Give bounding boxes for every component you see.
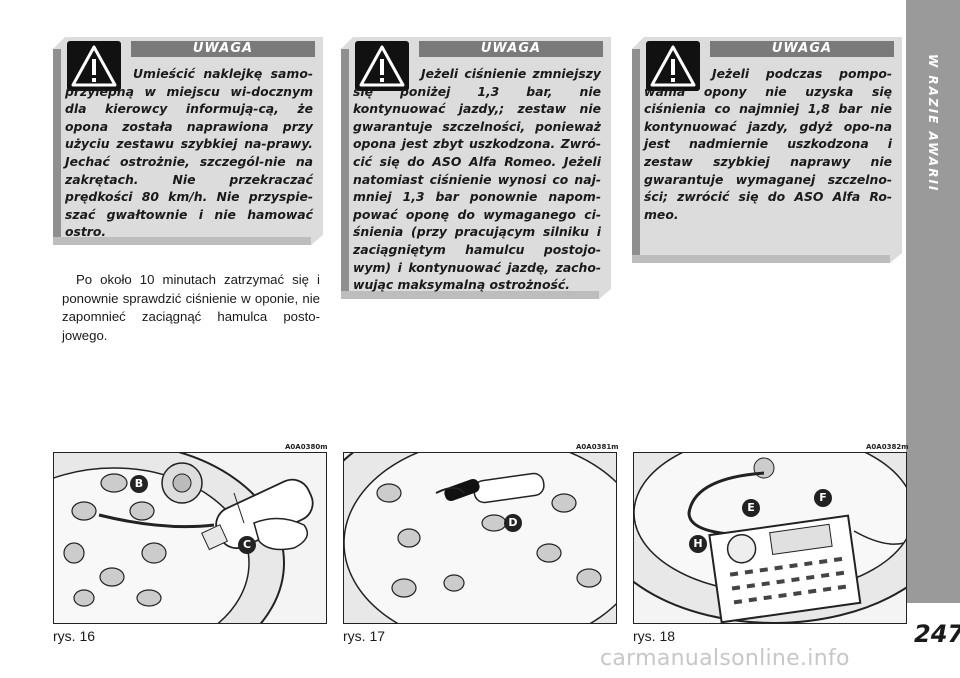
callout-h: H (689, 535, 707, 553)
warning-triangle-icon (355, 41, 409, 91)
warning-title: UWAGA (131, 41, 315, 57)
callout-f: F (814, 489, 832, 507)
warning-triangle-icon (646, 41, 700, 91)
figure-code: A0A0381m (576, 443, 619, 451)
callout-c: C (238, 536, 256, 554)
page-number: 247 (914, 620, 960, 648)
figure-18-illustration: E F H (633, 452, 907, 624)
figure-caption: rys. 17 (343, 628, 386, 644)
figure-code: A0A0380m (285, 443, 328, 451)
figure-caption: rys. 16 (53, 628, 96, 644)
callout-b: B (130, 475, 148, 493)
watermark: carmanualsonline.info (600, 646, 850, 671)
warning-text: Jeżeli ciśnienie zmniejszy się poniżej 1… (353, 66, 601, 293)
warning-box-3: UWAGA Jeżeli podczas pompo-wania opony n… (632, 37, 902, 263)
warning-text: Umieścić naklejkę samo-przylepną w miejs… (65, 66, 313, 240)
figure-17-illustration: D (343, 452, 617, 624)
warning-title: UWAGA (419, 41, 603, 57)
warning-box-2: UWAGA Jeżeli ciśnienie zmniejszy się pon… (341, 37, 611, 299)
warning-text: Jeżeli podczas pompo-wania opony nie uzy… (644, 66, 892, 222)
figure-caption: rys. 18 (633, 628, 676, 644)
warning-title: UWAGA (710, 41, 894, 57)
figure-code: A0A0382m (866, 443, 909, 451)
callout-d: D (504, 514, 522, 532)
warning-box-1: UWAGA Umieścić naklejkę samo-przylepną w… (53, 37, 323, 245)
chapter-title: W RAZIE AWARII (926, 54, 940, 193)
figure-16-illustration: B C (53, 452, 327, 624)
instruction-paragraph: Po około 10 minutach zatrzymać się i pon… (62, 272, 320, 343)
warning-triangle-icon (67, 41, 121, 91)
chapter-tab: W RAZIE AWARII (906, 0, 960, 603)
callout-e: E (742, 499, 760, 517)
